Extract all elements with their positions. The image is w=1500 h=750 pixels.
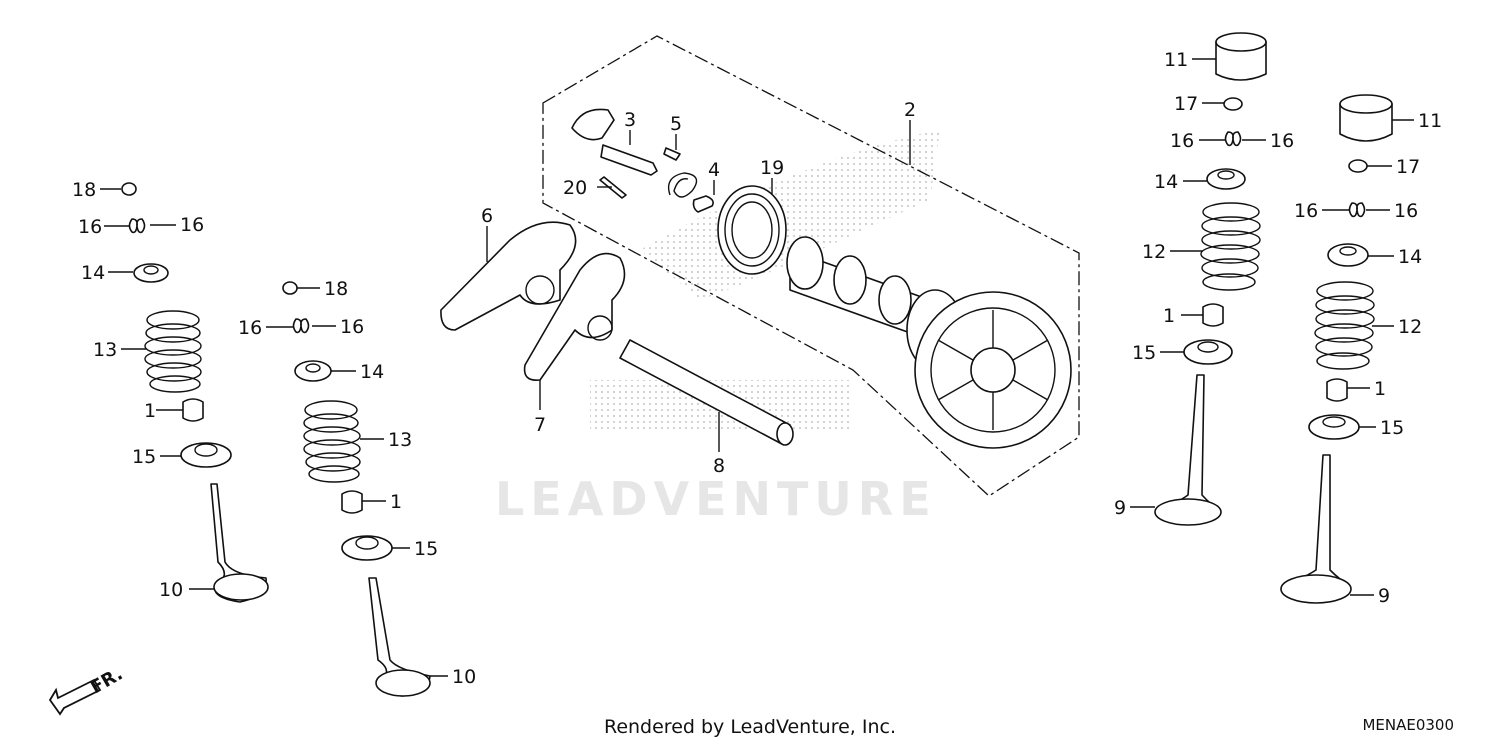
clip-4 — [692, 195, 714, 213]
callout-16: 16 — [180, 214, 204, 236]
callout-labels: 18 16 16 14 13 1 15 10 18 16 16 14 13 1 … — [72, 49, 1442, 688]
callout-16: 16 — [238, 317, 262, 339]
decompressor-weight-3 — [571, 108, 615, 141]
valve-seal-1 — [182, 398, 204, 422]
callout-10: 10 — [159, 579, 183, 601]
spring-12 — [1200, 202, 1261, 291]
callout-13: 13 — [388, 429, 412, 451]
callout-19: 19 — [760, 157, 784, 179]
pin-20 — [599, 176, 627, 199]
footer-credit: Rendered by LeadVenture, Inc. — [603, 716, 897, 738]
camshaft-assembly — [571, 108, 1072, 449]
callout-14: 14 — [1398, 246, 1422, 268]
callout-9: 9 — [1114, 497, 1126, 519]
valve-10 — [210, 483, 269, 603]
callout-16: 16 — [1170, 130, 1194, 152]
seal-1b — [1326, 378, 1348, 402]
left-valve-stack-1 — [121, 182, 269, 603]
clip-5 — [663, 147, 681, 161]
cotter-16b — [1348, 202, 1366, 218]
callout-2: 2 — [904, 99, 916, 121]
callout-16: 16 — [1270, 130, 1294, 152]
spring-12b — [1314, 281, 1375, 370]
right-valve-stack-b — [1280, 94, 1393, 604]
callout-1: 1 — [390, 491, 402, 513]
callout-8: 8 — [713, 455, 725, 477]
callout-1: 1 — [1374, 378, 1386, 400]
callout-13: 13 — [93, 339, 117, 361]
valve-cotter-18b — [282, 281, 298, 295]
valve-cotter-16b — [292, 318, 310, 334]
callout-15: 15 — [1380, 417, 1404, 439]
valve-9 — [1154, 374, 1222, 526]
bearing-19 — [717, 185, 787, 275]
valve-seal-1b — [341, 490, 363, 514]
callout-20: 20 — [563, 177, 587, 199]
callout-14: 14 — [1154, 171, 1178, 193]
spring-5 — [667, 172, 698, 198]
callout-14: 14 — [360, 361, 384, 383]
callout-18: 18 — [324, 278, 348, 300]
callout-3: 3 — [624, 109, 636, 131]
valve-9b — [1280, 454, 1352, 604]
callout-11: 11 — [1418, 110, 1442, 132]
callout-16: 16 — [78, 216, 102, 238]
left-valve-stack-2 — [282, 281, 431, 697]
callout-5: 5 — [670, 113, 682, 135]
cam-sprocket — [914, 291, 1072, 449]
callout-12: 12 — [1398, 316, 1422, 338]
callout-6: 6 — [481, 205, 493, 227]
arrow-icon — [48, 678, 102, 716]
tappet-11b — [1339, 94, 1393, 142]
watermark: LEADVENTURE — [495, 472, 937, 526]
cotter-16 — [1224, 131, 1242, 147]
callout-16: 16 — [340, 316, 364, 338]
callout-12: 12 — [1142, 241, 1166, 263]
callout-4: 4 — [708, 159, 720, 181]
decompressor-shaft — [600, 144, 658, 176]
rocker-arm-7 — [523, 252, 626, 382]
seal-1 — [1202, 303, 1224, 327]
front-direction-arrow — [48, 678, 102, 716]
callout-7: 7 — [534, 414, 546, 436]
shim-17b — [1348, 159, 1368, 173]
spring-seat-15 — [180, 442, 232, 468]
callout-14: 14 — [81, 262, 105, 284]
callout-11: 11 — [1164, 49, 1188, 71]
valve-cotter-16 — [128, 218, 146, 234]
rocker-arm-6 — [440, 221, 577, 331]
callout-1: 1 — [1163, 305, 1175, 327]
right-valve-stack-a — [1154, 32, 1267, 526]
callout-15: 15 — [414, 538, 438, 560]
camshaft-assembly-outline — [542, 35, 1080, 497]
valve-cotter-18 — [121, 182, 137, 196]
callout-1: 1 — [144, 400, 156, 422]
rocker-shaft-8 — [619, 339, 794, 446]
callout-9: 9 — [1378, 585, 1390, 607]
valve-10b — [368, 577, 431, 697]
shim-17 — [1223, 97, 1243, 111]
callout-17: 17 — [1174, 93, 1198, 115]
callout-18: 18 — [72, 179, 96, 201]
callout-10: 10 — [452, 666, 476, 688]
callout-16: 16 — [1394, 200, 1418, 222]
valve-spring-13 — [144, 310, 202, 393]
callout-15: 15 — [132, 446, 156, 468]
callout-16: 16 — [1294, 200, 1318, 222]
valve-spring-13b — [303, 400, 361, 483]
spring-retainer-14 — [133, 263, 169, 283]
diagram-code: MENAE0300 — [1362, 716, 1454, 734]
spring-seat-15b — [341, 535, 393, 561]
leader-lines — [100, 58, 1414, 677]
callout-15: 15 — [1132, 342, 1156, 364]
tappet-11 — [1215, 32, 1267, 81]
callout-17: 17 — [1396, 156, 1420, 178]
